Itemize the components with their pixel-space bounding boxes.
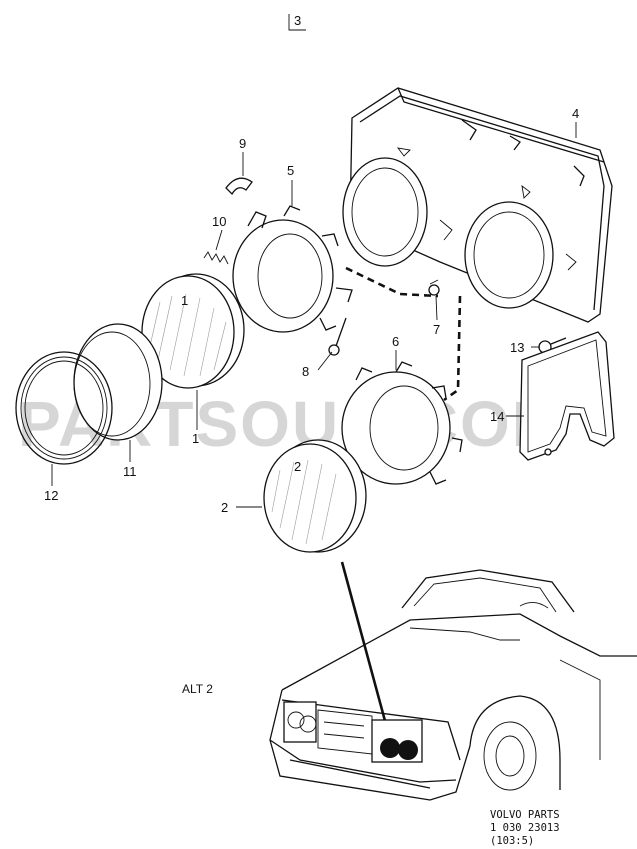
headlamp-unit-lower: 2 [263,439,367,553]
footer-line-2: 1 030 23013 [490,822,560,834]
gasket-14 [519,331,615,461]
callout-1: 1 [192,431,199,446]
lens-mark-1: 1 [181,293,188,308]
header-box-ref: 3 [288,13,306,31]
callout-8: 8 [302,364,309,379]
spring-10 [203,251,229,265]
screw-8 [328,317,347,356]
assembly-dashed-line-upper [345,266,439,298]
location-arrow [340,561,390,733]
trim-ring-11 [73,323,163,441]
mounting-ring-lower [338,361,463,485]
callout-5: 5 [287,163,294,178]
callout-4: 4 [572,106,579,121]
assembly-dashed-line-lower [443,295,462,402]
footer-line-1: VOLVO PARTS [490,809,560,821]
callout-labels: 4 5 9 10 7 8 6 13 14 1 11 12 2 [44,106,579,515]
headlamp-unit-upper: 1 [141,273,245,389]
leader-lines [51,122,577,508]
mounting-ring-upper [232,205,353,333]
callout-6: 6 [392,334,399,349]
callout-10: 10 [212,214,226,229]
lens-mark-2: 2 [294,459,301,474]
retaining-ring-12 [15,351,113,465]
callout-11: 11 [123,464,137,479]
headlight-housing [342,87,613,323]
callout-12: 12 [44,488,58,503]
footer-line-3: (103:5) [490,835,534,847]
adjuster-screw-7 [428,279,440,296]
callout-2: 2 [221,500,228,515]
clip-9 [225,177,253,196]
alt-label: ALT 2 [182,682,213,696]
callout-9: 9 [239,136,246,151]
box-number: 3 [294,13,301,28]
car-front-illustration [269,569,637,801]
footer-reference: VOLVO PARTS 1 030 23013 (103:5) [490,809,560,847]
callout-13: 13 [510,340,524,355]
callout-7: 7 [433,322,440,337]
callout-14: 14 [490,409,504,424]
